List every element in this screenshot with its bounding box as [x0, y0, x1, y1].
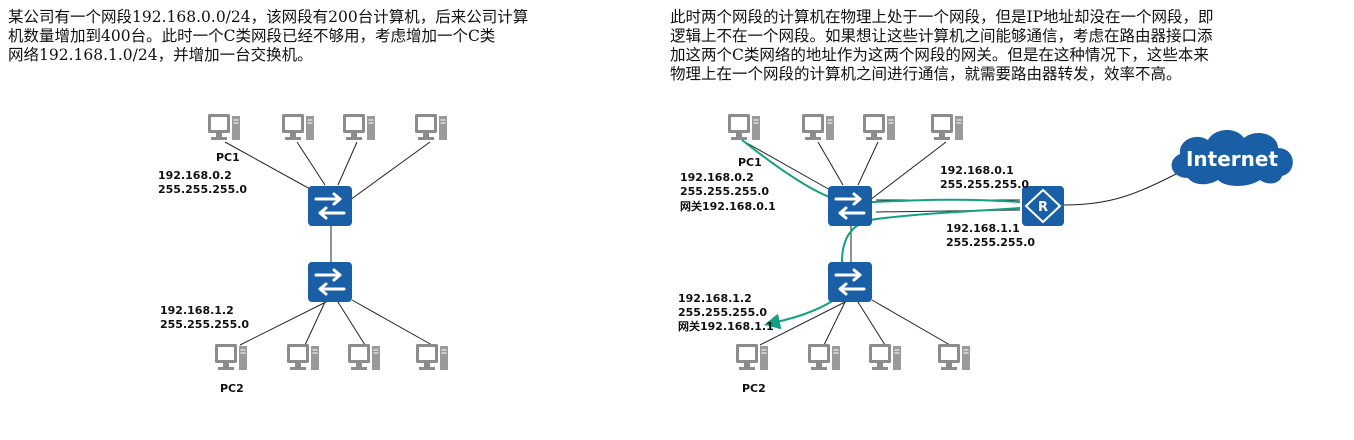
left-pc-icon — [415, 343, 449, 371]
right-pc1-ip: 192.168.0.2 — [680, 171, 754, 184]
right-pc-icon — [807, 343, 841, 371]
router-if2-mask: 255.255.255.0 — [946, 236, 1035, 249]
left-bottom-switch-icon — [306, 260, 354, 304]
left-pc-icon — [414, 113, 448, 141]
right-line-3: 加这两个C类网络的地址作为这两个网段的网关。但是在这种情况下，这些本来 — [670, 46, 1209, 64]
router-if1-ip: 192.168.0.1 — [940, 164, 1014, 177]
left-pc2-icon — [214, 343, 248, 371]
left-pc1-ip: 192.168.0.2 — [158, 169, 232, 182]
internet-cloud-icon: Internet — [1171, 129, 1293, 186]
left-pc-icon — [342, 113, 376, 141]
right-pc2-gateway: 网关192.168.1.1 — [678, 319, 774, 333]
left-pc1-label: PC1 — [216, 151, 240, 164]
right-pc-icon — [937, 343, 971, 371]
router-icon: R — [1022, 186, 1064, 226]
right-pc2-mask: 255.255.255.0 — [678, 306, 767, 319]
left-pc-icon — [286, 343, 320, 371]
right-pc2-label: PC2 — [742, 382, 766, 395]
internet-label: Internet — [1186, 147, 1278, 171]
left-links — [224, 141, 433, 346]
right-diagram: R Internet PC1 192.168.0.2 255.255.255.0… — [678, 113, 1293, 395]
left-pc2-ip: 192.168.1.2 — [160, 304, 234, 317]
right-pc2-icon — [735, 343, 769, 371]
right-pc1-mask: 255.255.255.0 — [680, 185, 769, 198]
right-line-4: 物理上在一个网段的计算机之间进行通信，就需要路由器转发，效率不高。 — [670, 65, 1182, 83]
right-pc1-icon — [727, 113, 761, 141]
left-line-2: 机数量增加到400台。此时一个C类网段已经不够用，考虑增加一个C类 — [8, 27, 496, 45]
right-bottom-switch-icon — [826, 260, 874, 304]
right-pc2-ip: 192.168.1.2 — [678, 292, 752, 305]
right-line-2: 逻辑上不在一个网段。如果想让这些计算机之间能够通信，考虑在路由器接口添 — [670, 27, 1213, 45]
left-pc-icon — [281, 113, 315, 141]
left-line-1: 某公司有一个网段192.168.0.0/24，该网段有200台计算机，后来公司计… — [8, 8, 529, 26]
left-pc1-mask: 255.255.255.0 — [158, 183, 247, 196]
router-if1-mask: 255.255.255.0 — [940, 178, 1029, 191]
left-pc1-icon — [207, 113, 241, 141]
right-pc-icon — [862, 113, 896, 141]
left-pc-icon — [347, 343, 381, 371]
left-line-3: 网络192.168.1.0/24，并增加一台交换机。 — [8, 46, 313, 64]
left-top-switch-icon — [306, 184, 354, 228]
right-pc-icon — [801, 113, 835, 141]
right-pc-icon — [930, 113, 964, 141]
left-diagram: PC1 192.168.0.2 255.255.255.0 192.168.1.… — [158, 113, 449, 395]
right-line-1: 此时两个网段的计算机在物理上处于一个网段，但是IP地址却没在一个网段，即 — [670, 8, 1214, 26]
green-path — [741, 139, 1021, 330]
right-description: 此时两个网段的计算机在物理上处于一个网段，但是IP地址却没在一个网段，即 逻辑上… — [670, 8, 1214, 84]
right-pc-icon — [868, 343, 902, 371]
left-description: 某公司有一个网段192.168.0.0/24，该网段有200台计算机，后来公司计… — [8, 8, 528, 65]
router-if2-ip: 192.168.1.1 — [946, 222, 1020, 235]
router-letter: R — [1038, 200, 1048, 215]
right-pc1-label: PC1 — [738, 156, 762, 169]
left-pc2-label: PC2 — [220, 382, 244, 395]
right-pc1-gateway: 网关192.168.0.1 — [680, 199, 776, 213]
right-top-switch-icon — [826, 184, 874, 228]
left-pc2-mask: 255.255.255.0 — [160, 318, 249, 331]
